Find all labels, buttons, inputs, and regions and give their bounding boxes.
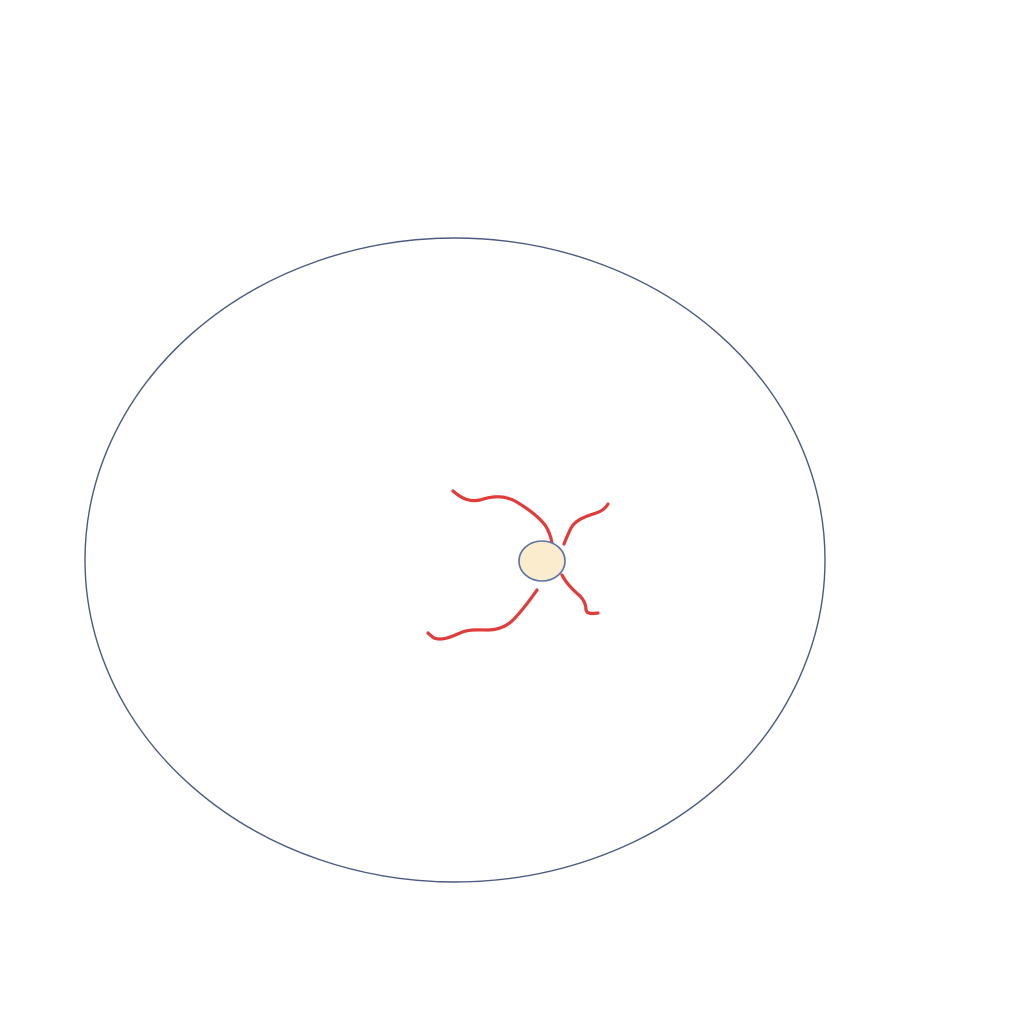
strands-group — [426, 489, 610, 641]
nucleus — [518, 540, 566, 582]
strand-lower-left — [426, 588, 539, 641]
strand-upper-left — [451, 489, 554, 545]
strand-upper-right — [562, 502, 610, 546]
cell-outline — [84, 237, 826, 883]
strand-lower-right — [560, 573, 600, 616]
